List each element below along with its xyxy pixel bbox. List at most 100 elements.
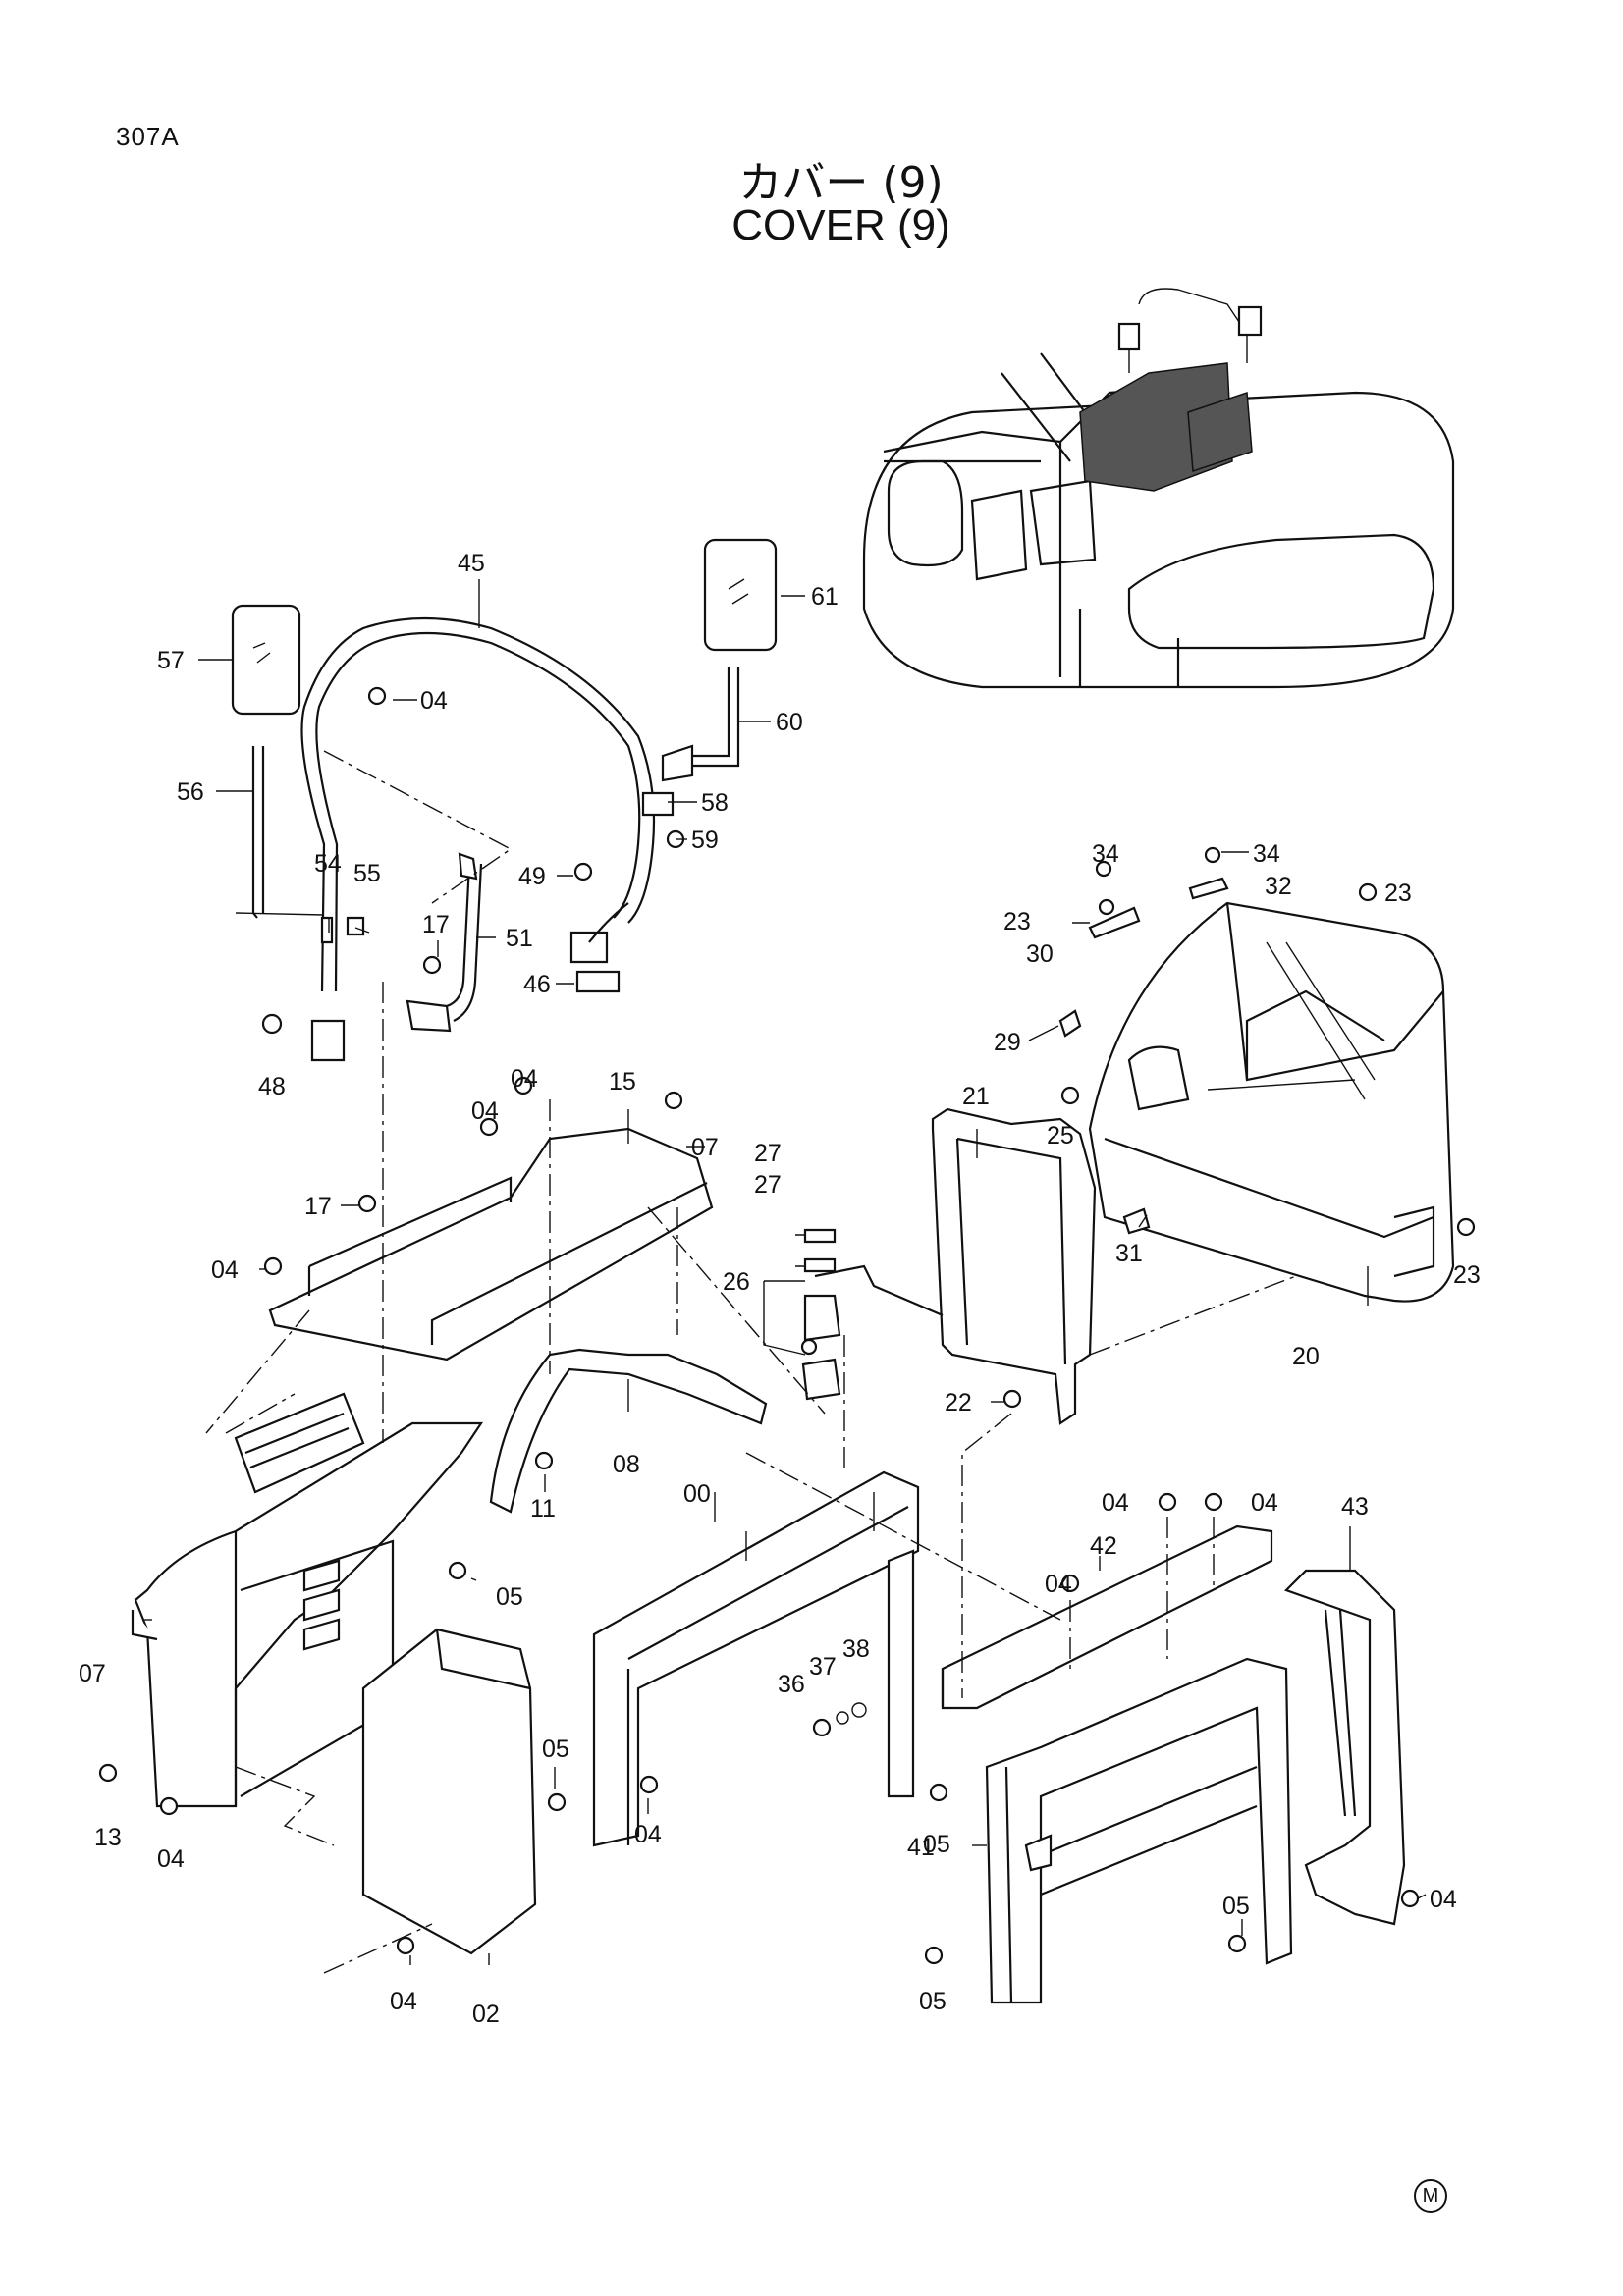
label-05: 05 <box>542 1735 569 1763</box>
cover-08 <box>489 1348 768 1514</box>
bracket-30-icon <box>1088 906 1141 939</box>
latch-26-icon <box>803 1294 841 1342</box>
label-04: 04 <box>211 1256 239 1284</box>
mirror-assembly <box>231 538 778 1062</box>
label-61: 61 <box>811 583 839 611</box>
label-05: 05 <box>496 1583 523 1611</box>
bolt-icon <box>396 1936 415 1955</box>
label-58: 58 <box>701 789 729 817</box>
clip-31-icon <box>1122 1207 1151 1235</box>
cover-42 <box>941 1524 1273 1710</box>
clip-29-icon <box>1058 1009 1082 1038</box>
label-23: 23 <box>1384 880 1412 907</box>
bolt-icon <box>159 1796 179 1816</box>
label-20: 20 <box>1292 1343 1320 1370</box>
leader-lines <box>142 579 1427 1965</box>
label-60: 60 <box>776 709 803 736</box>
frame-21 <box>814 1107 1097 1425</box>
bolt-icon <box>448 1561 467 1580</box>
label-04: 04 <box>471 1097 499 1125</box>
bolt-icon <box>573 862 593 881</box>
label-26: 26 <box>723 1268 750 1296</box>
bolts <box>98 686 1476 1965</box>
machine-overview-illustration <box>862 288 1455 689</box>
label-57: 57 <box>157 647 185 674</box>
label-02: 02 <box>472 2001 500 2028</box>
label-55: 55 <box>353 860 381 887</box>
label-31: 31 <box>1115 1240 1143 1267</box>
mirror-61 <box>703 538 778 652</box>
cover-02 <box>361 1628 537 1955</box>
label-07: 07 <box>691 1134 719 1161</box>
label-23: 23 <box>1453 1261 1481 1289</box>
pad-27-icon <box>803 1228 837 1244</box>
label-41: 41 <box>907 1834 935 1861</box>
label-59: 59 <box>691 827 719 854</box>
center-lines <box>205 750 1297 1974</box>
washer-icon <box>851 1702 867 1718</box>
label-08: 08 <box>613 1451 640 1478</box>
bolt-icon <box>639 1775 659 1794</box>
label-04: 04 <box>1430 1886 1457 1913</box>
label-04: 04 <box>1102 1489 1129 1517</box>
bolt-icon <box>367 686 387 706</box>
mirror-57 <box>231 604 301 716</box>
bolt-icon <box>929 1783 948 1802</box>
label-30: 30 <box>1026 940 1054 968</box>
label-00: 00 <box>683 1480 711 1508</box>
label-15: 15 <box>609 1068 636 1095</box>
bracket-32-icon <box>1188 877 1229 900</box>
label-34: 34 <box>1253 840 1280 868</box>
label-48: 48 <box>258 1073 286 1100</box>
part-labels: 45 61 57 04 60 56 58 59 49 54 55 17 51 4… <box>79 550 1481 2028</box>
bolt-icon <box>1204 1492 1223 1512</box>
bolt-icon <box>1204 846 1221 864</box>
label-54: 54 <box>314 850 342 878</box>
frame-00 <box>592 1470 920 1847</box>
label-04: 04 <box>390 1988 417 2015</box>
washer-icon <box>836 1711 849 1725</box>
label-27: 27 <box>754 1140 782 1167</box>
label-56: 56 <box>177 778 204 806</box>
bolt-icon <box>263 1256 283 1276</box>
bolt-icon <box>98 1763 118 1783</box>
label-04: 04 <box>420 687 448 715</box>
bolt-icon <box>357 1194 377 1213</box>
bolt-icon <box>479 1117 499 1137</box>
label-05: 05 <box>923 1831 950 1858</box>
label-49: 49 <box>518 863 546 890</box>
bolt-icon <box>1098 898 1115 916</box>
label-38: 38 <box>842 1635 870 1663</box>
bolt-icon <box>1002 1389 1022 1409</box>
label-32: 32 <box>1265 873 1292 900</box>
title-english: COVER (9) <box>731 201 950 249</box>
bolt-icon <box>1400 1889 1420 1908</box>
label-05: 05 <box>919 1988 947 2015</box>
title-japanese: カバー (9) <box>738 158 944 208</box>
label-11: 11 <box>530 1495 556 1522</box>
label-04: 04 <box>511 1065 538 1093</box>
latch-26-icon <box>801 1358 841 1401</box>
bolt-icon <box>664 1091 683 1110</box>
label-04: 04 <box>1045 1571 1072 1598</box>
page-code: 307A <box>116 122 180 151</box>
bolt-icon <box>534 1451 554 1470</box>
pad-27-icon <box>803 1257 837 1273</box>
frame-41 <box>985 1657 1293 2004</box>
label-43: 43 <box>1341 1493 1369 1521</box>
bolt-icon <box>1227 1934 1247 1953</box>
bolt-icon <box>261 1013 283 1035</box>
label-36: 36 <box>778 1671 805 1698</box>
label-21: 21 <box>962 1083 990 1110</box>
label-17: 17 <box>304 1193 332 1220</box>
label-13: 13 <box>94 1824 122 1851</box>
label-22: 22 <box>945 1389 972 1416</box>
m-mark-symbol: M <box>1414 2179 1447 2213</box>
bolt-icon <box>924 1946 944 1965</box>
cover-07-assembly <box>131 1392 484 1808</box>
label-46: 46 <box>523 971 551 998</box>
cover-20 <box>1088 901 1455 1303</box>
bolt-icon <box>547 1792 567 1812</box>
label-05: 05 <box>1222 1893 1250 1920</box>
